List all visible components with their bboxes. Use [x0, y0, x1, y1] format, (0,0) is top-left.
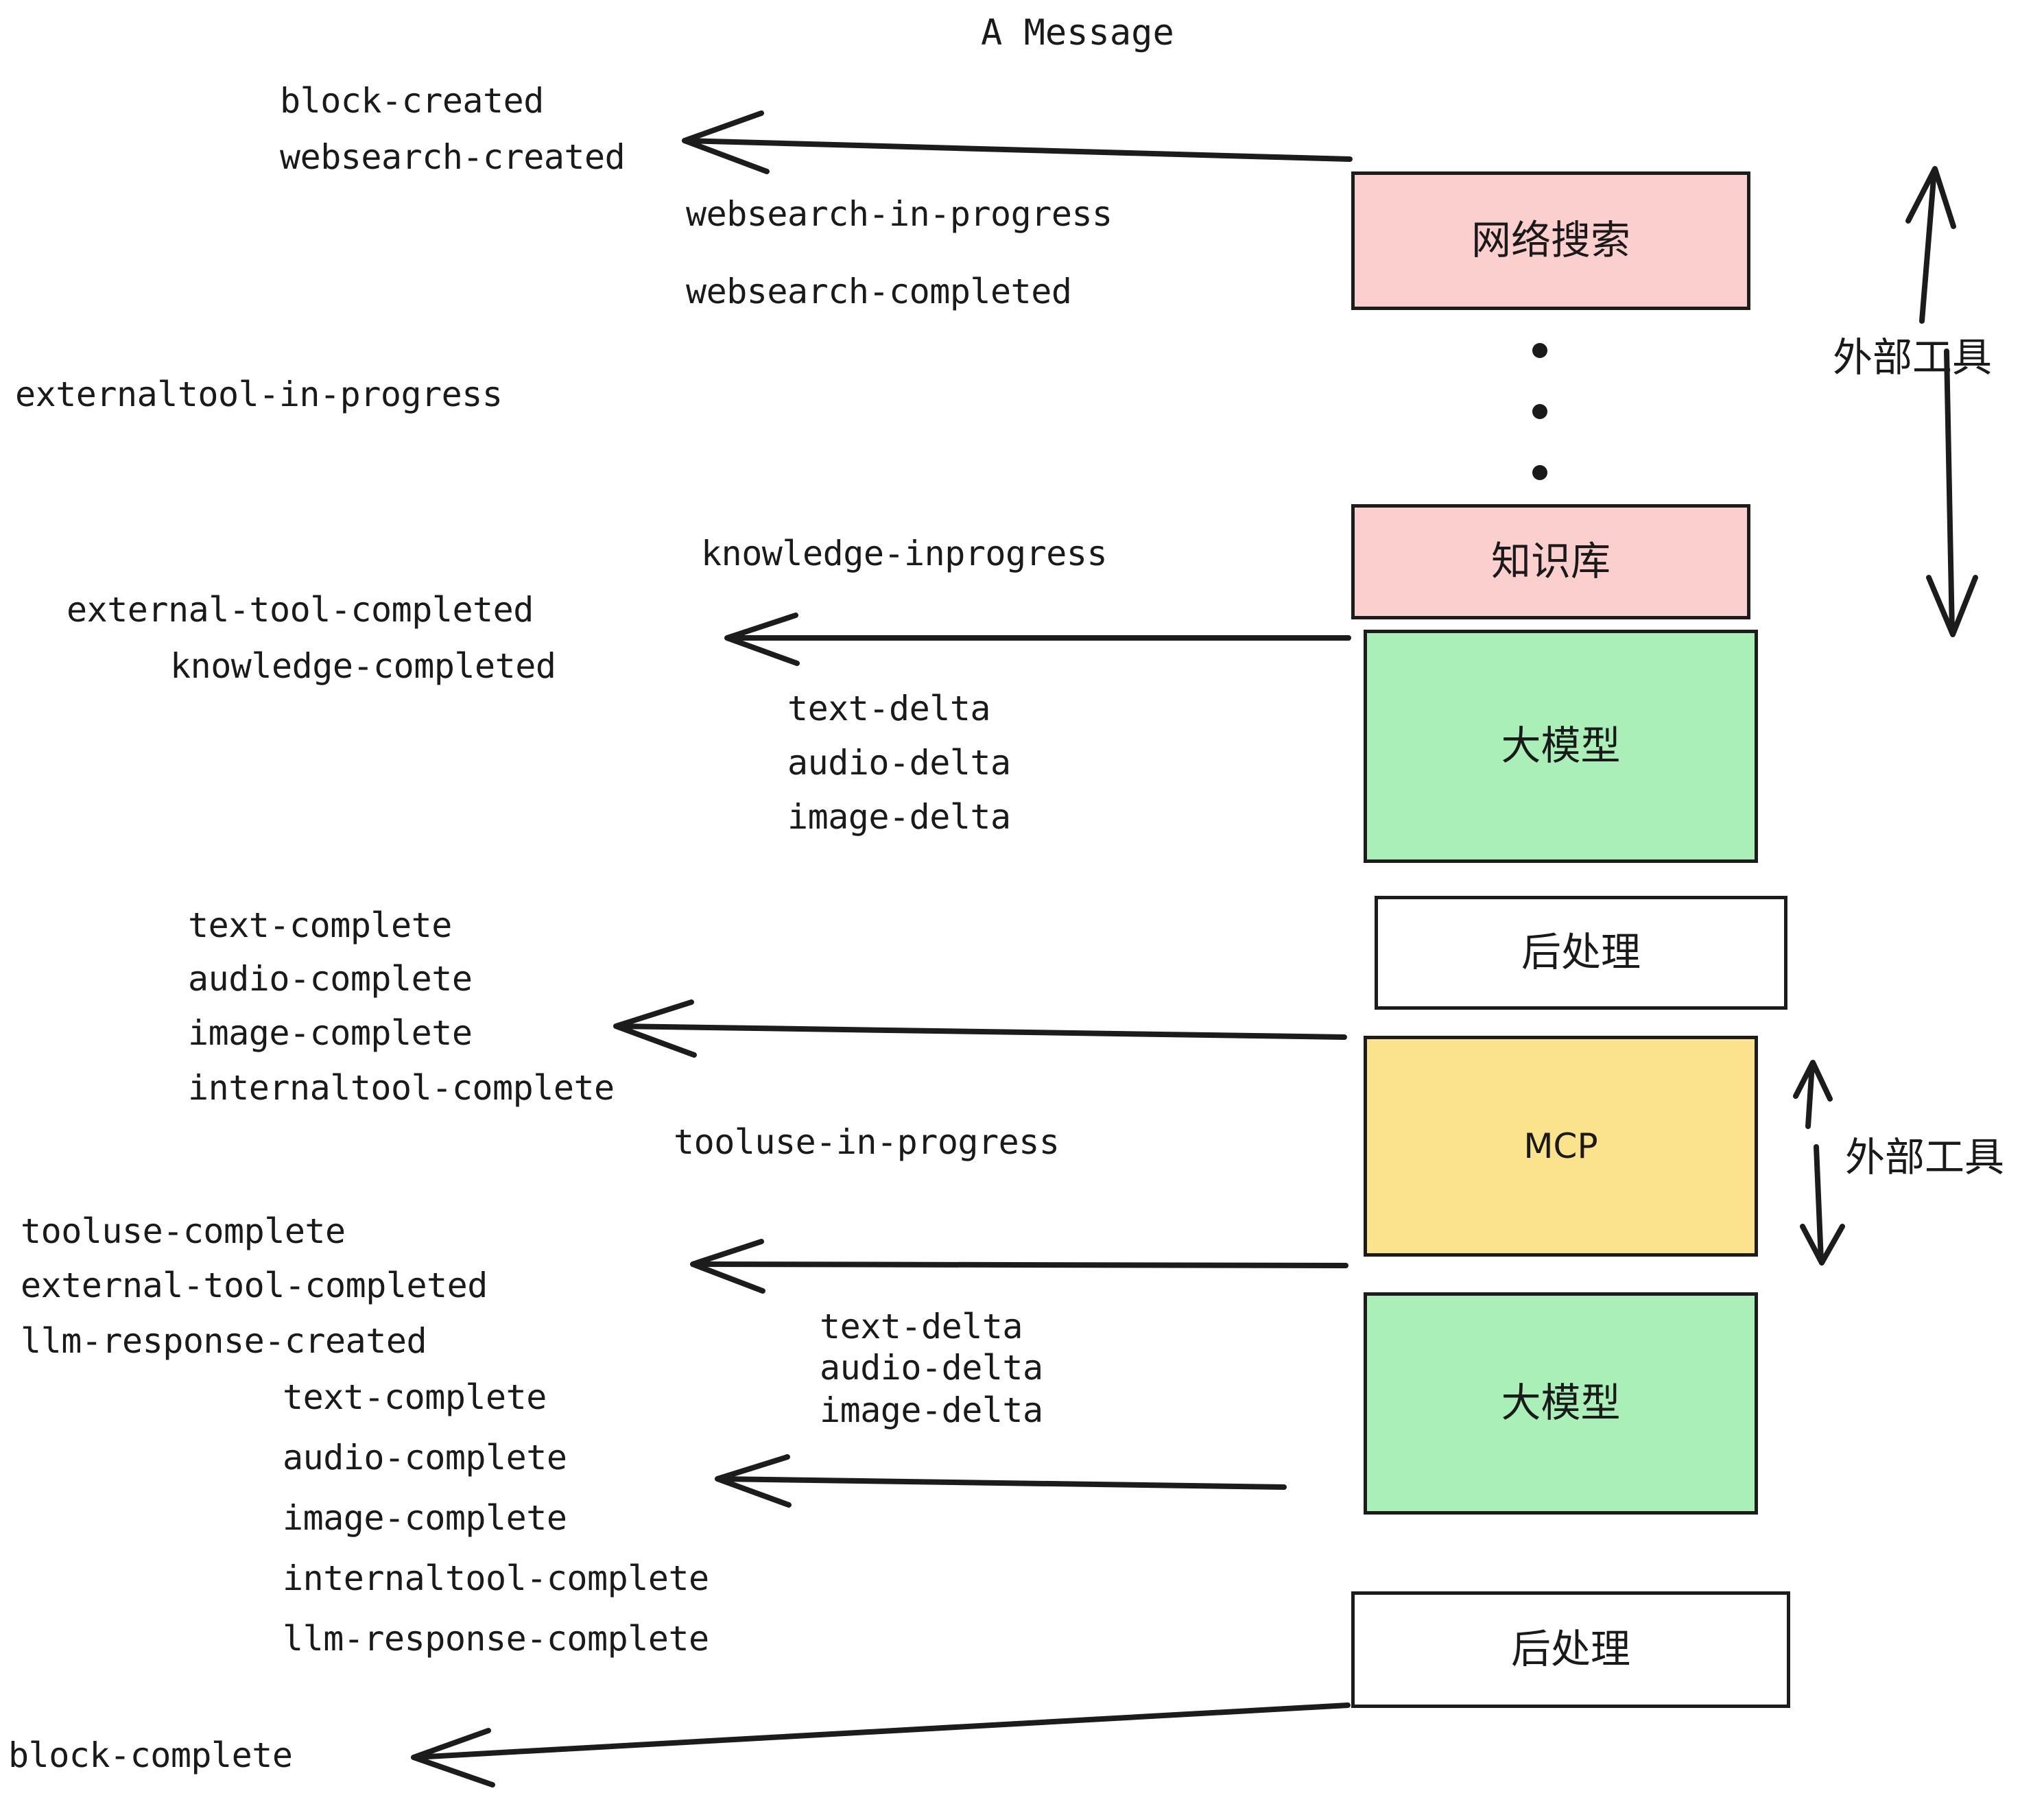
side-label-external-tool-top: 外部工具 [1833, 335, 1993, 380]
event-label-text-delta-1: text-delta [787, 689, 991, 728]
box-websearch: 网络搜索 [1351, 171, 1750, 310]
box-postprocess-bottom: 后处理 [1351, 1591, 1790, 1708]
event-label-tooluse-in-progress: tooluse-in-progress [674, 1122, 1060, 1162]
box-label-websearch: 网络搜索 [1471, 218, 1630, 263]
box-llm-bottom: 大模型 [1364, 1292, 1758, 1515]
ellipsis-dot [1532, 465, 1547, 480]
event-label-image-complete-1: image-complete [188, 1013, 473, 1053]
event-label-image-delta-1: image-delta [787, 797, 1011, 837]
arrow-tooluse-complete [690, 1239, 1348, 1294]
event-label-llm-response-complete: llm-response-complete [283, 1619, 709, 1659]
box-label-mcp: MCP [1523, 1126, 1598, 1166]
box-llm-top: 大模型 [1364, 630, 1758, 863]
box-label-llm-top: 大模型 [1501, 724, 1621, 768]
vertical-ellipsis [1530, 343, 1550, 480]
arrow-block-created [682, 110, 1353, 174]
event-label-block-created: block-created [280, 81, 544, 121]
arrow-image-complete [613, 999, 1347, 1058]
event-label-websearch-created: websearch-created [280, 137, 626, 177]
event-label-websearch-in-progress: websearch-in-progress [686, 194, 1113, 234]
event-label-text-complete-2: text-complete [283, 1377, 547, 1417]
external-tool-arrow-up-top [1905, 166, 1956, 324]
arrow-block-complete [411, 1702, 1351, 1788]
event-label-llm-response-created: llm-response-created [21, 1321, 427, 1361]
side-label-external-tool-bottom: 外部工具 [1845, 1135, 2005, 1180]
box-mcp: MCP [1364, 1036, 1758, 1257]
external-tool-arrow-down-top [1926, 348, 1978, 637]
page-title: A Message [981, 12, 1174, 54]
event-label-internaltool-complete-2: internaltool-complete [283, 1558, 709, 1598]
arrow-knowledge-completed [724, 613, 1351, 666]
event-label-tooluse-complete: tooluse-complete [21, 1211, 346, 1251]
event-label-knowledge-completed: knowledge-completed [170, 646, 556, 686]
ellipsis-dot [1532, 404, 1547, 419]
event-label-audio-complete-2: audio-complete [283, 1438, 567, 1477]
event-label-websearch-completed: websearch-completed [686, 272, 1072, 311]
event-label-audio-delta-1: audio-delta [787, 743, 1011, 783]
external-tool-arrow-up-bottom [1793, 1060, 1833, 1129]
event-label-block-complete: block-complete [8, 1735, 293, 1775]
event-label-knowledge-inprogress: knowledge-inprogress [701, 534, 1108, 573]
box-label-llm-bottom: 大模型 [1501, 1381, 1621, 1425]
event-label-internaltool-complete-1: internaltool-complete [188, 1068, 615, 1108]
external-tool-arrow-down-bottom [1800, 1144, 1845, 1266]
box-label-knowledge-base: 知识库 [1490, 539, 1611, 584]
box-label-postprocess-bottom: 后处理 [1510, 1627, 1630, 1672]
event-label-external-tool-completed-2: external-tool-completed [21, 1266, 488, 1305]
event-label-image-complete-2: image-complete [283, 1498, 567, 1538]
ellipsis-dot [1532, 343, 1547, 358]
box-postprocess-top: 后处理 [1375, 896, 1787, 1010]
event-label-audio-delta-2: audio-delta [820, 1348, 1043, 1388]
event-label-text-complete-1: text-complete [188, 905, 452, 945]
arrow-audio-complete [715, 1454, 1287, 1508]
box-knowledge-base: 知识库 [1351, 504, 1750, 619]
event-label-audio-complete-1: audio-complete [188, 959, 473, 999]
event-label-externaltool-in-progress: externaltool-in-progress [15, 375, 503, 414]
event-label-external-tool-completed-1: external-tool-completed [67, 590, 534, 630]
event-label-text-delta-2: text-delta [820, 1307, 1023, 1346]
event-label-image-delta-2: image-delta [820, 1390, 1043, 1430]
box-label-postprocess-top: 后处理 [1521, 930, 1641, 975]
